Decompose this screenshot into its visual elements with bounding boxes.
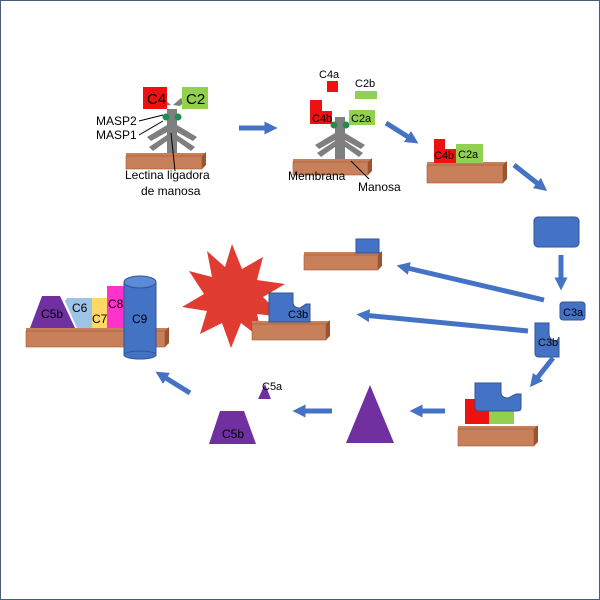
stage-c3-convertase: C4b C2a: [426, 139, 507, 184]
membrane-block-4: [303, 251, 382, 271]
masp-dot: [342, 121, 350, 129]
c2a-block: [349, 110, 375, 125]
c4a-block: [327, 81, 338, 92]
c3a-block: [559, 301, 586, 321]
c4-label: C4: [147, 91, 166, 108]
c3b-block: [534, 322, 560, 358]
c5a-label: C5a: [262, 381, 283, 393]
masp-dot: [330, 121, 338, 129]
lectin-label: Lectina ligadora: [125, 168, 210, 182]
membrane-block-3: [426, 161, 507, 184]
masp2-label: MASP2: [96, 114, 137, 128]
c2b-label: C2b: [355, 78, 375, 90]
mac-c9-cylinder: [123, 275, 157, 360]
c4b-block-base: [310, 111, 332, 124]
c2-label: C2: [186, 91, 205, 108]
stage-c3b-bound-membrane: C3b: [251, 292, 330, 341]
c4b-block-base: [465, 409, 489, 424]
membrane-block-6: [457, 425, 538, 447]
c5a-block: [258, 384, 271, 399]
c5b-block: [209, 411, 256, 444]
c3b-block: [355, 238, 380, 254]
arrow-2: [384, 120, 419, 144]
c4b-label: C4b: [434, 150, 454, 162]
starburst-cell-lysis: [182, 244, 285, 348]
arrow-to-mac: [155, 371, 192, 396]
c2b-block: [355, 91, 377, 99]
c2-block: [182, 87, 208, 109]
c4a-label: C4a: [319, 69, 340, 81]
stage-c3-cleavage: C3a C3b: [534, 301, 586, 358]
membrane-label: Membrana: [288, 169, 346, 183]
stage-c5-convertase: [457, 382, 538, 447]
c5-molecule: [346, 385, 394, 443]
c2a-block: [456, 144, 483, 163]
c3b-block: [268, 292, 311, 323]
mac-c7-label: C7: [92, 312, 108, 326]
c4b-label: C4b: [312, 113, 332, 125]
membrane-block-1: [125, 152, 206, 170]
mbl-molecule-2: [315, 117, 365, 159]
mac-c8-label: C8: [108, 297, 124, 311]
c3b-block: [474, 382, 522, 412]
c5b-label: C5b: [222, 427, 244, 441]
lectin-label-line2: de manosa: [141, 184, 201, 198]
arrow-3: [512, 163, 548, 192]
masp-dot: [174, 113, 182, 121]
masp2-pointer: [138, 114, 164, 122]
c2a-label: C2a: [351, 113, 372, 125]
arrow-to-c3b-membrane: [356, 309, 529, 334]
mac-c6-block: [65, 298, 92, 328]
mac-c6-label: C6: [72, 301, 88, 315]
stage-mbl-masp: C4 C2 MASP2 MASP1 Lectina ligadora de ma…: [96, 87, 210, 198]
arrow-to-c5-convertase: [529, 356, 555, 388]
stage-c5-cleavage: C5a C5b: [209, 381, 283, 444]
membrane-block-5: [251, 320, 330, 341]
mac-c7-block: [92, 298, 107, 328]
mac-c5b-label: C5b: [41, 307, 63, 321]
c3b-label: C3b: [288, 309, 308, 321]
stage-membrane-attack-complex: C5b C6 C7 C8 C9: [25, 275, 169, 360]
c3a-label: C3a: [563, 307, 584, 319]
masp1-pointer: [138, 120, 164, 136]
c3b-label: C3b: [538, 337, 558, 349]
c3-molecule: [533, 216, 580, 248]
stage-cleavage: C4a C2b C4b C2a Membrana Manosa: [288, 69, 401, 194]
c4b-block-base: [434, 149, 456, 163]
mac-c8-block: [107, 286, 124, 328]
mac-c9-label: C9: [132, 312, 148, 326]
c4-block: [143, 87, 167, 109]
masp1-label: MASP1: [96, 128, 137, 142]
lectin-pointer: [170, 132, 176, 172]
mannose-pointer: [350, 160, 370, 180]
mac-c5b-block: [30, 296, 75, 328]
stage-c3b-deposited-top: [303, 238, 382, 271]
mannose-label: Manosa: [358, 180, 401, 194]
masp-dot: [162, 113, 170, 121]
arrow-to-top-membrane: [396, 262, 545, 303]
c2a-label: C2a: [458, 149, 479, 161]
